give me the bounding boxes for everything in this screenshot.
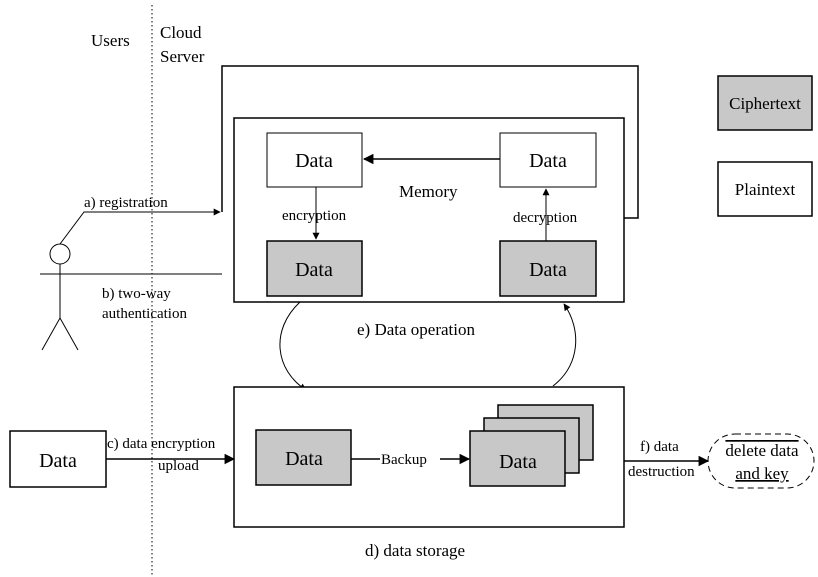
backup-label-bg [380,450,440,466]
memory-plain-data-right [499,132,597,188]
cloud-server-frame [221,65,639,219]
delete-label-line1: delete data [725,441,799,460]
data-operation-label: e) Data operation [357,320,475,339]
upload-label-line1: c) data encryption [107,436,216,452]
destruction-label-line2: destruction [628,464,695,480]
source-data-box [9,430,107,488]
storage-label: d) data storage [365,541,465,560]
destruction-label-line1: f) data [640,439,679,455]
operation-arrow-up [552,303,577,387]
decryption-label: decryption [513,210,578,226]
lane-users-label: Users [91,31,130,50]
lane-cloud-label: Cloud [160,23,202,42]
delete-label-line2: and key [735,464,789,483]
user-figure [41,243,79,351]
memory-cipher-left-label: Data [295,259,333,281]
backup-label: Backup [381,452,427,468]
legend-ciphertext-label: Ciphertext [729,94,801,113]
operation-arrow-down [279,301,307,391]
storage-replica-front [469,430,566,487]
legend-ciphertext-swatch [717,75,813,131]
delete-data-oval [707,433,815,489]
legend-plaintext-swatch [717,161,813,217]
storage-primary-data [255,429,352,486]
memory-label: Memory [399,182,458,201]
memory-plain-right-label: Data [529,150,567,172]
upload-label-line2: upload [158,458,199,474]
auth-label-line2: authentication [102,306,187,322]
memory-cipher-data-left [266,240,363,297]
storage-replica-label: Data [499,451,537,473]
memory-cipher-data-right [499,240,597,297]
legend-plaintext-label: Plaintext [735,180,796,199]
registration-label: a) registration [84,195,168,211]
encryption-label: encryption [282,208,347,224]
registration-arrow [59,208,221,245]
memory-cipher-right-label: Data [529,259,567,281]
source-data-label: Data [39,450,77,472]
memory-plain-data-left [266,132,363,188]
storage-primary-label: Data [285,448,323,470]
memory-plain-left-label: Data [295,150,333,172]
auth-label-line1: b) two-way [102,286,171,302]
lane-server-label-2: Server [160,47,205,66]
